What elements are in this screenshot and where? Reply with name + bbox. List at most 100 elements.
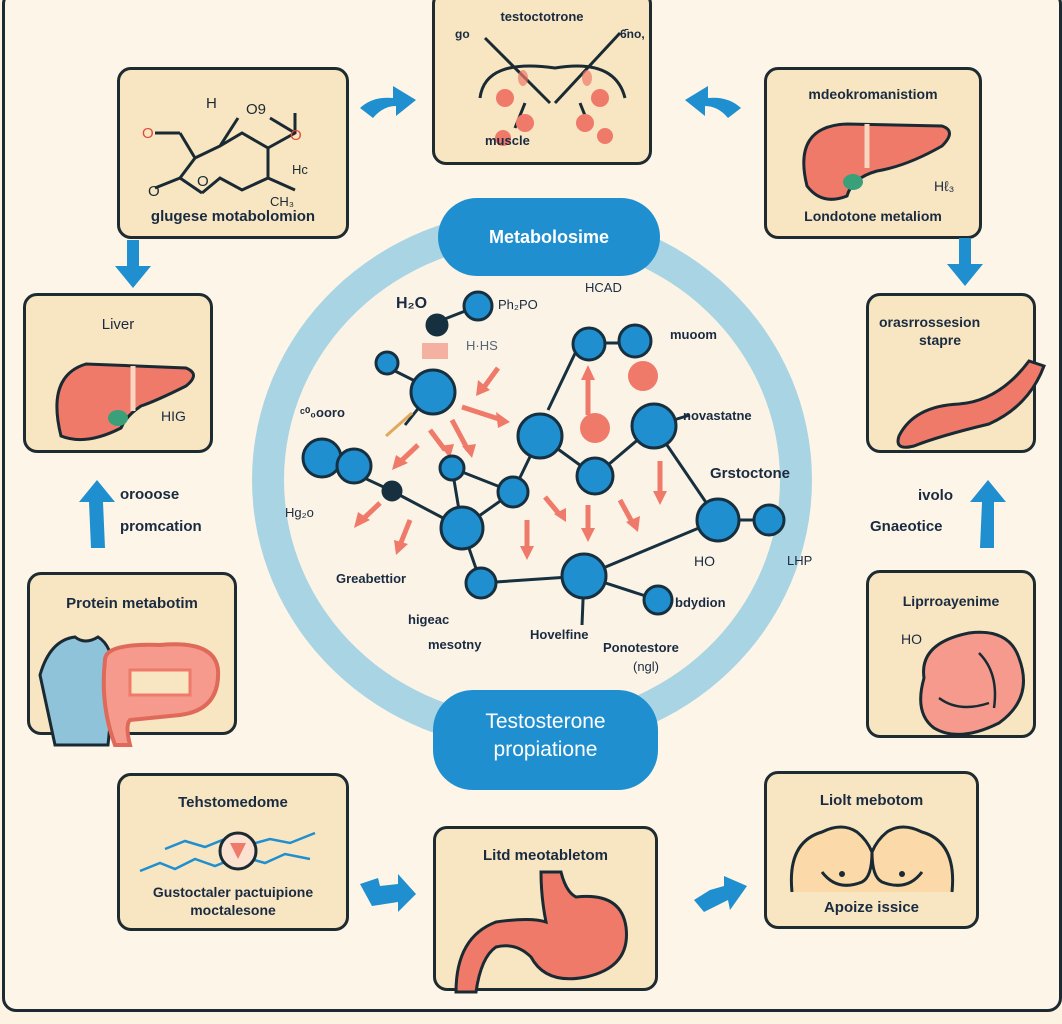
card-title: mdeokromanistiom: [808, 86, 938, 102]
card-bottom-label: Apoize issice: [823, 899, 920, 916]
atom-node: [642, 584, 674, 616]
metabolism-title: Metabolosime: [488, 227, 610, 247]
card-stomach[interactable]: Litd meotabletom: [433, 826, 658, 994]
atom-label: Hc: [292, 162, 308, 177]
atom-node: [695, 497, 741, 543]
atom-label: H: [206, 95, 217, 112]
arrowhead: [440, 444, 454, 458]
label-higeac: higeac: [408, 612, 450, 627]
atom-node: [617, 323, 653, 359]
card-chest[interactable]: Liolt mebotom Apoize issice: [764, 771, 979, 929]
reaction-arrow: [461, 404, 503, 423]
atom-node: [630, 402, 678, 450]
side-label-right-2: Gnaeotice: [870, 518, 943, 535]
reaction-arrow: [449, 418, 471, 452]
atom-node: [462, 290, 494, 322]
card-title: Liprroayenime: [902, 593, 1000, 609]
label-gno: 6̄no,: [620, 27, 645, 41]
arrow-right-icon: [360, 874, 416, 912]
body-intestine-icon: [38, 635, 221, 747]
atom-node: [571, 326, 607, 362]
arrow-right-icon: [360, 86, 416, 118]
arrowhead: [476, 380, 490, 396]
atom-node: [374, 350, 400, 376]
atom-node: [575, 456, 615, 496]
red-atom: [580, 413, 610, 443]
card-title: testoctotrone: [500, 9, 584, 24]
arrowhead: [581, 365, 595, 380]
label-ho: HO: [694, 553, 715, 569]
atom-node: [335, 447, 373, 485]
stomach-icon: [454, 870, 628, 994]
liver-icon: [802, 122, 951, 201]
label-oroono: ᶜ⁰₀ooro: [300, 405, 345, 420]
atom-label: O: [148, 183, 160, 200]
label-go: go: [455, 27, 470, 41]
arrow-left-icon: [685, 86, 741, 118]
atom-node: [496, 475, 530, 509]
card-title-line2: stapre: [919, 332, 962, 348]
label-h2o: H₂O: [396, 295, 428, 312]
heart-formula: HO: [901, 631, 922, 647]
intestine-icon: [896, 359, 1046, 449]
card-glucose-metabolism[interactable]: H O9 O O O O Hc CH₃ glugese motabolomion: [117, 67, 349, 239]
bond: [546, 342, 582, 411]
reaction-arrow: [397, 519, 413, 546]
card-intestine[interactable]: orasrrossesion stapre: [866, 293, 1046, 453]
atom-label: O9: [246, 101, 266, 118]
card-testomedome[interactable]: Tehstomedome Gustoctaler pactuipione moc…: [117, 773, 349, 931]
card-testosterone-muscle[interactable]: testoctotrone go 6̄no, muscle: [432, 0, 652, 165]
card-bottom-label: Londotone metaliom: [804, 208, 942, 224]
card-protein-metabolism[interactable]: Protein metabotim: [27, 572, 237, 747]
label-novastase: novastatne: [683, 408, 752, 423]
arrow-down-icon: [115, 240, 151, 288]
testosterone-propionate-line2: propiatione: [493, 738, 598, 761]
liver-icon: [55, 362, 195, 442]
atom-node: [425, 313, 449, 337]
reaction-arrow: [398, 443, 420, 464]
card-title: Liolt mebotom: [819, 792, 924, 809]
atom-node: [464, 566, 498, 600]
label-muscle: muscle: [485, 133, 530, 148]
atom-node: [381, 480, 403, 502]
label-grstocto: Grstoctone: [710, 465, 791, 482]
side-label-left-2: promcation: [120, 518, 202, 535]
bond-orange: [385, 411, 413, 438]
arrowhead: [462, 444, 476, 458]
chest-icon: [789, 825, 955, 893]
heart-organ-icon: [919, 630, 1025, 736]
arrowhead: [520, 546, 534, 560]
arrowhead: [394, 540, 408, 555]
card-lipoprotein[interactable]: Liprroayenime HO: [866, 570, 1036, 738]
glucose-molecule-icon: H O9 O O O O Hc CH₃: [142, 95, 308, 209]
label-hcad: HCAD: [585, 280, 622, 295]
signal-wave-icon: [139, 831, 316, 873]
side-label-right-1: ivolo: [918, 487, 954, 504]
reaction-arrow: [617, 498, 635, 524]
atom-node: [516, 412, 564, 460]
label-ngl: (ngl): [633, 659, 660, 674]
atom-node: [409, 368, 457, 416]
arrow-down-icon: [947, 238, 983, 286]
bond: [583, 518, 719, 578]
liver-formula: Hℓ₃: [934, 178, 955, 194]
card-title: Tehstomedome: [178, 794, 288, 811]
metabolism-title-pill: Metabolosime: [438, 198, 660, 276]
atom-node: [438, 454, 466, 482]
atom-label: CH₃: [270, 194, 294, 209]
atom-node: [301, 437, 343, 479]
label-phpo: Ph₂PO: [498, 297, 538, 312]
arrow-up-icon: [970, 480, 1006, 548]
card-liver[interactable]: Liver HIG: [23, 293, 213, 453]
atom-label: O: [142, 125, 154, 142]
arrowhead: [392, 455, 408, 470]
atom-node: [752, 503, 786, 537]
label-ponotestore: Ponotestore: [603, 640, 679, 655]
card-liver-metabolism[interactable]: mdeokromanistiom Hℓ₃ Londotone metaliom: [764, 67, 982, 239]
testosterone-propionate-pill: Testosterone propiatione: [433, 690, 658, 790]
card-title: Liver: [101, 316, 135, 333]
muscle-structure-icon: [478, 31, 627, 146]
testosterone-propionate-line1: Testosterone: [485, 710, 606, 733]
arrowhead: [354, 512, 370, 528]
label-bdydion: bdydion: [675, 595, 726, 610]
